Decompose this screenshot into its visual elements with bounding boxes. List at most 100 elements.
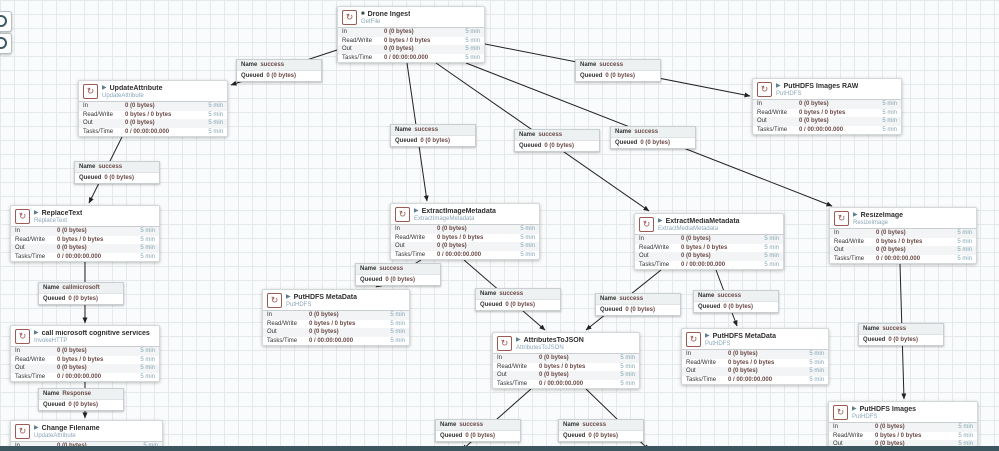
stat-label: In bbox=[15, 348, 21, 354]
connection-queued-key: Queued bbox=[360, 277, 383, 283]
processor-header: ↻ ■ Drone Ingest GetFile bbox=[338, 7, 484, 27]
stat-label: Read/Write bbox=[83, 111, 113, 118]
connection-label[interactable]: Name success Queued 0 (0 bytes) bbox=[435, 419, 521, 442]
stat-value: 0 (0 bytes) bbox=[681, 236, 711, 242]
processor-puthdfs-images[interactable]: ↻ ▶ PutHDFS Images PutHDFS In 0 (0 bytes… bbox=[828, 401, 978, 451]
processor-replace-text[interactable]: ↻ ▶ ReplaceText ReplaceText In 0 (0 byte… bbox=[10, 205, 160, 262]
connection-queued-value: 0 (0 bytes) bbox=[723, 304, 754, 310]
connection-queued-row: Queued 0 (0 bytes) bbox=[576, 71, 660, 81]
circle-icon bbox=[0, 14, 7, 27]
processor-header: ↻ ▶ PutHDFS Images RAW PutHDFS bbox=[753, 79, 901, 99]
stat-label: Tasks/Time bbox=[83, 128, 114, 135]
connection-label[interactable]: Name Response Queued 0 (0 bytes) bbox=[38, 388, 124, 411]
stat-window: 5 min bbox=[520, 234, 535, 241]
processor-icon: ↻ bbox=[15, 424, 30, 439]
connection-label[interactable]: Name success Queued 0 (0 bytes) bbox=[858, 323, 944, 346]
processor-titles: ■ Drone Ingest GetFile bbox=[361, 10, 410, 26]
connection-label[interactable]: Name success Queued 0 (0 bytes) bbox=[355, 263, 441, 286]
processor-titles: ▶ ExtractImageMetadata ExtractImageMetad… bbox=[414, 207, 496, 223]
stat-label: Tasks/Time bbox=[15, 253, 46, 260]
refresh-icon: ↻ bbox=[18, 331, 27, 341]
processor-extract-media-metadata[interactable]: ↻ ▶ ExtractMediaMetadata ExtractMediaMet… bbox=[634, 213, 784, 270]
processor-attributes-to-json[interactable]: ↻ ▶ AttributesToJSON AttributesToJSON In… bbox=[492, 332, 640, 389]
stat-value: 0 / 00:00:00.000 bbox=[728, 376, 773, 383]
stat-value: 0 / 00:00:00.000 bbox=[384, 54, 429, 61]
processor-type: ResizeImage bbox=[853, 220, 889, 226]
stat-label: Out bbox=[15, 245, 25, 251]
processor-call-microsoft-cognitive-services[interactable]: ↻ ▶ call microsoft cognitive services In… bbox=[10, 325, 160, 382]
connection-label[interactable]: Name success Queued 0 (0 bytes) bbox=[475, 288, 561, 311]
connection-label[interactable]: Name callmicrosoft Queued 0 (0 bytes) bbox=[38, 282, 124, 305]
stat-label: Read/Write bbox=[15, 356, 45, 363]
stat-label: In bbox=[834, 230, 840, 236]
stat-row: In 0 (0 bytes) 5 min bbox=[830, 229, 976, 238]
processor-icon: ↻ bbox=[639, 217, 654, 232]
stat-window: 5 min bbox=[957, 230, 972, 236]
connection-label[interactable]: Name success Queued 0 (0 bytes) bbox=[236, 59, 322, 82]
connection-label[interactable]: Name success Queued 0 (0 bytes) bbox=[575, 59, 661, 82]
connection-label[interactable]: Name success Queued 0 (0 bytes) bbox=[610, 126, 696, 149]
connection-label[interactable]: Name success Queued 0 (0 bytes) bbox=[390, 124, 476, 147]
processor-titles: ▶ PutHDFS MetaData PutHDFS bbox=[286, 293, 357, 309]
stat-row: Tasks/Time 0 / 00:00:00.000 5 min bbox=[11, 253, 159, 262]
stat-label: In bbox=[497, 355, 503, 361]
connection-label[interactable]: Name success Queued 0 (0 bytes) bbox=[514, 129, 600, 152]
connection-relationship: Response bbox=[62, 391, 92, 397]
refresh-icon: ↻ bbox=[760, 84, 769, 94]
stat-window: 5 min bbox=[140, 365, 155, 371]
processor-stats: In 0 (0 bytes) 5 min Read/Write 0 bytes … bbox=[11, 226, 159, 261]
connection-name-key: Name bbox=[698, 293, 715, 299]
stat-value: 0 (0 bytes) bbox=[539, 355, 569, 361]
connection-name-key: Name bbox=[440, 422, 457, 428]
canvas-control-button-top[interactable] bbox=[0, 11, 12, 32]
stat-label: Read/Write bbox=[757, 109, 787, 116]
connection-name-row: Name success bbox=[694, 291, 778, 302]
processor-icon: ↻ bbox=[15, 209, 30, 224]
processor-header: ↻ ▶ ReplaceText ReplaceText bbox=[11, 206, 159, 226]
stat-row: Read/Write 0 bytes / 0 bytes 5 min bbox=[493, 363, 639, 372]
stat-value: 0 (0 bytes) bbox=[876, 247, 906, 253]
connection-queued-key: Queued bbox=[600, 307, 623, 313]
stat-window: 5 min bbox=[958, 424, 973, 430]
connection-label[interactable]: Name success Queued 0 (0 bytes) bbox=[74, 161, 160, 184]
connection-label[interactable]: Name success Queued 0 (0 bytes) bbox=[595, 293, 681, 316]
processor-update-attribute[interactable]: ↻ ▶ UpdateAttribute UpdateAttribute In 0… bbox=[78, 80, 228, 137]
processor-puthdfs-metadata-1[interactable]: ↻ ▶ PutHDFS MetaData PutHDFS In 0 (0 byt… bbox=[262, 289, 410, 346]
processor-resize-image[interactable]: ↻ ▶ ResizeImage ResizeImage In 0 (0 byte… bbox=[829, 207, 977, 264]
connection-queued-value: 0 (0 bytes) bbox=[68, 296, 99, 302]
processor-icon: ↻ bbox=[395, 207, 410, 222]
stat-value: 0 (0 bytes) bbox=[384, 46, 414, 52]
stat-value: 0 bytes / 0 bytes bbox=[384, 37, 431, 44]
stat-row: In 0 (0 bytes) 5 min bbox=[338, 28, 484, 37]
processor-extract-image-metadata[interactable]: ↻ ▶ ExtractImageMetadata ExtractImageMet… bbox=[390, 203, 540, 260]
processor-drone-ingest[interactable]: ↻ ■ Drone Ingest GetFile In 0 (0 bytes) … bbox=[337, 6, 485, 63]
stat-row: In 0 (0 bytes) 5 min bbox=[493, 354, 639, 363]
connection-queued-key: Queued bbox=[580, 73, 603, 79]
processor-puthdfs-images-raw[interactable]: ↻ ▶ PutHDFS Images RAW PutHDFS In 0 (0 b… bbox=[752, 78, 902, 135]
connection-label[interactable]: Name success Queued 0 (0 bytes) bbox=[558, 419, 644, 442]
processor-stats: In 0 (0 bytes) 5 min Read/Write 0 bytes … bbox=[493, 353, 639, 388]
stat-label: Out bbox=[639, 253, 649, 259]
stat-row: Out 0 (0 bytes) 5 min bbox=[830, 246, 976, 255]
processor-name: ReplaceText bbox=[41, 209, 83, 217]
processor-puthdfs-metadata-2[interactable]: ↻ ▶ PutHDFS MetaData PutHDFS In 0 (0 byt… bbox=[681, 328, 829, 385]
processor-type: PutHDFS bbox=[705, 341, 731, 347]
connection-name-key: Name bbox=[43, 285, 60, 291]
stat-value: 0 (0 bytes) bbox=[875, 424, 905, 430]
stat-value: 0 / 00:00:00.000 bbox=[125, 128, 170, 135]
stat-label: Out bbox=[834, 247, 844, 253]
stat-row: Read/Write 0 bytes / 0 bytes 5 min bbox=[11, 236, 159, 245]
connection-label[interactable]: Name success Queued 0 (0 bytes) bbox=[693, 290, 779, 313]
processor-icon: ↻ bbox=[342, 10, 357, 25]
connection-relationship: success bbox=[599, 62, 624, 68]
stat-window: 5 min bbox=[809, 368, 824, 374]
stat-row: Read/Write 0 bytes / 0 bytes 5 min bbox=[391, 234, 539, 243]
connection-queued-row: Queued 0 (0 bytes) bbox=[596, 305, 680, 315]
connection-queued-value: 0 (0 bytes) bbox=[640, 140, 671, 146]
canvas-control-button-bottom[interactable] bbox=[0, 33, 12, 54]
processor-name: UpdateAttribute bbox=[109, 84, 163, 92]
stat-row: Read/Write 0 bytes / 0 bytes 5 min bbox=[829, 432, 977, 441]
run-icon: ▶ bbox=[853, 212, 858, 218]
processor-name: PutHDFS Images RAW bbox=[783, 82, 859, 90]
